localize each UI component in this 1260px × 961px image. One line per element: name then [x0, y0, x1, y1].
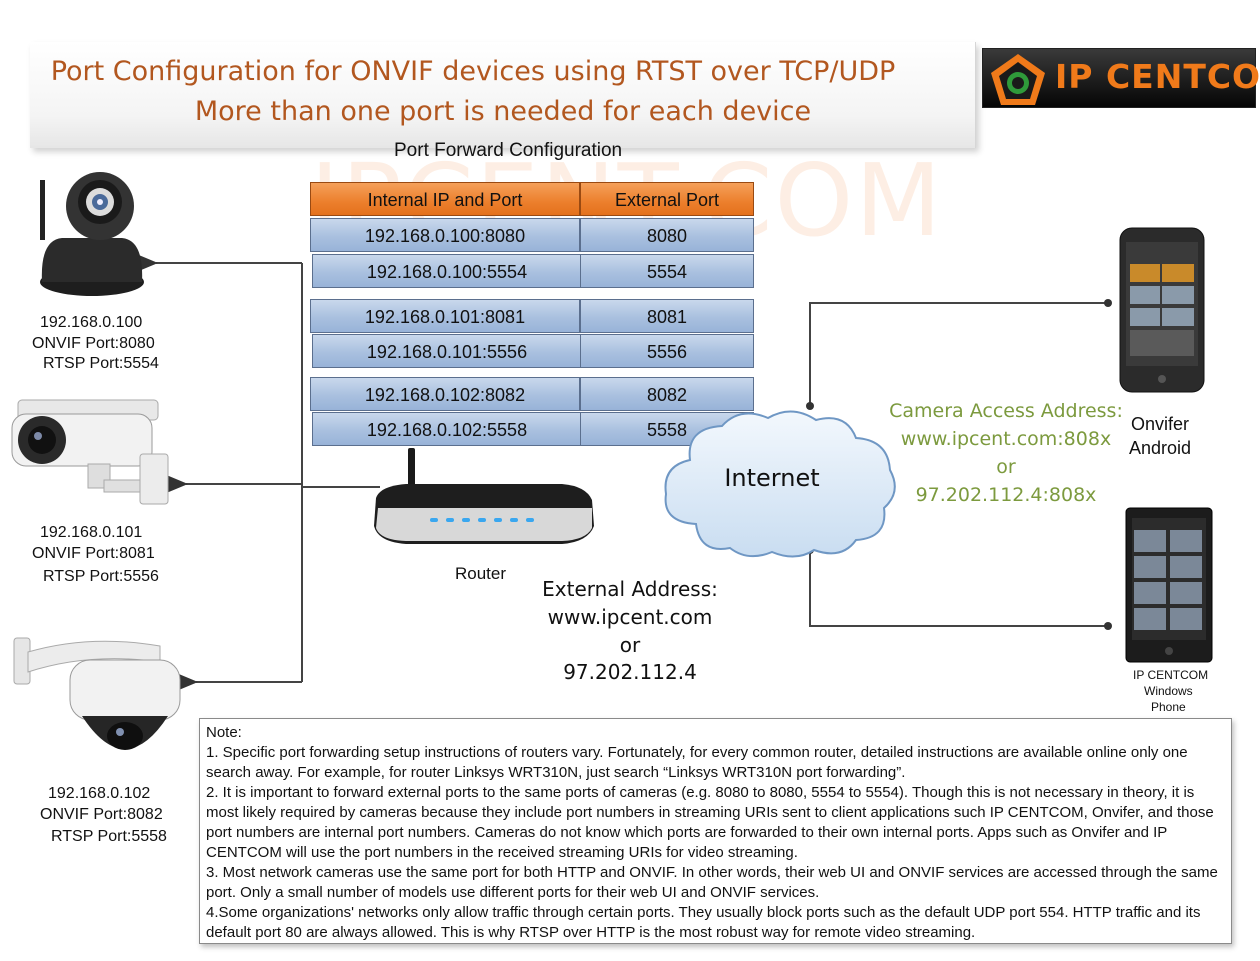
- bullet-camera-icon: [11, 399, 169, 505]
- dome-camera-icon: [13, 637, 181, 750]
- camera-2-onvif-port: ONVIF Port:8081: [32, 545, 155, 562]
- external-address-or: or: [619, 633, 641, 657]
- router-label: Router: [455, 564, 507, 583]
- camera-1-rtsp-port: RTSP Port:5554: [43, 355, 159, 372]
- table-cell-external: 8080: [580, 218, 754, 252]
- table-cell-internal: 192.168.0.102:8082: [310, 377, 580, 411]
- table-cell-internal: 192.168.0.101:8081: [310, 299, 580, 333]
- camera-1-ip: 192.168.0.100: [40, 314, 143, 331]
- router-icon: [374, 448, 594, 544]
- logo-text: IP CENTCOM: [1055, 57, 1260, 96]
- android-phone-icon: [1119, 227, 1205, 393]
- android-client-name: Onvifer: [1131, 414, 1190, 434]
- note-box: Note: 1. Specific port forwarding setup …: [199, 718, 1232, 944]
- camera-access-label: Camera Access Address:: [889, 400, 1123, 422]
- windows-client-type: Phone: [1151, 700, 1186, 714]
- note-item-4: 4.Some organizations' networks only allo…: [206, 904, 1201, 941]
- windows-phone-icon: [1125, 507, 1213, 663]
- table-cell-internal: 192.168.0.102:5558: [312, 412, 582, 446]
- wire-android: [809, 302, 1108, 406]
- table-header-internal: Internal IP and Port: [310, 182, 580, 216]
- page-subtitle: More than one port is needed for each de…: [194, 96, 812, 127]
- internet-label: Internet: [724, 464, 820, 492]
- camera-access-or: or: [996, 456, 1016, 478]
- page-title: Port Configuration for ONVIF devices usi…: [50, 56, 896, 87]
- external-address-label: External Address:: [542, 577, 718, 601]
- camera-2-rtsp-port: RTSP Port:5556: [43, 568, 159, 585]
- internet-cloud-icon: [664, 410, 896, 558]
- logo-emblem-icon: [991, 54, 1045, 105]
- note-item-1: 1. Specific port forwarding setup instru…: [206, 744, 1188, 781]
- external-address-ip: 97.202.112.4: [563, 660, 697, 684]
- windows-client-name: IP CENTCOM: [1133, 668, 1209, 682]
- table-cell-external: 8082: [580, 377, 754, 411]
- camera-3-ip: 192.168.0.102: [48, 785, 151, 802]
- table-cell-external: 8081: [580, 299, 754, 333]
- ptz-camera-icon: [40, 172, 144, 296]
- table-cell-external: 5556: [580, 334, 754, 368]
- table-header-external: External Port: [580, 182, 754, 216]
- camera-access-domain: www.ipcent.com:808x: [900, 428, 1112, 450]
- title-banner: Port Configuration for ONVIF devices usi…: [30, 42, 976, 148]
- camera-2-ip: 192.168.0.101: [40, 524, 143, 541]
- windows-client-platform: Windows: [1144, 684, 1193, 698]
- ipcentcom-logo: IP CENTCOM: [982, 48, 1260, 108]
- camera-3-onvif-port: ONVIF Port:8082: [40, 806, 163, 823]
- table-cell-internal: 192.168.0.100:8080: [310, 218, 580, 252]
- table-cell-internal: 192.168.0.100:5554: [312, 254, 582, 288]
- camera-access-ip: 97.202.112.4:808x: [915, 484, 1097, 506]
- table-cell-external: 5554: [580, 254, 754, 288]
- external-address-domain: www.ipcent.com: [547, 605, 713, 629]
- android-client-platform: Android: [1129, 438, 1192, 458]
- port-forward-table-title: Port Forward Configuration: [394, 140, 623, 161]
- camera-3-rtsp-port: RTSP Port:5558: [51, 828, 167, 845]
- note-heading: Note:: [206, 724, 242, 741]
- note-item-3: 3. Most network cameras use the same por…: [206, 864, 1218, 901]
- note-item-2: 2. It is important to forward external p…: [206, 784, 1214, 861]
- table-cell-internal: 192.168.0.101:5556: [312, 334, 582, 368]
- camera-1-onvif-port: ONVIF Port:8080: [32, 335, 155, 352]
